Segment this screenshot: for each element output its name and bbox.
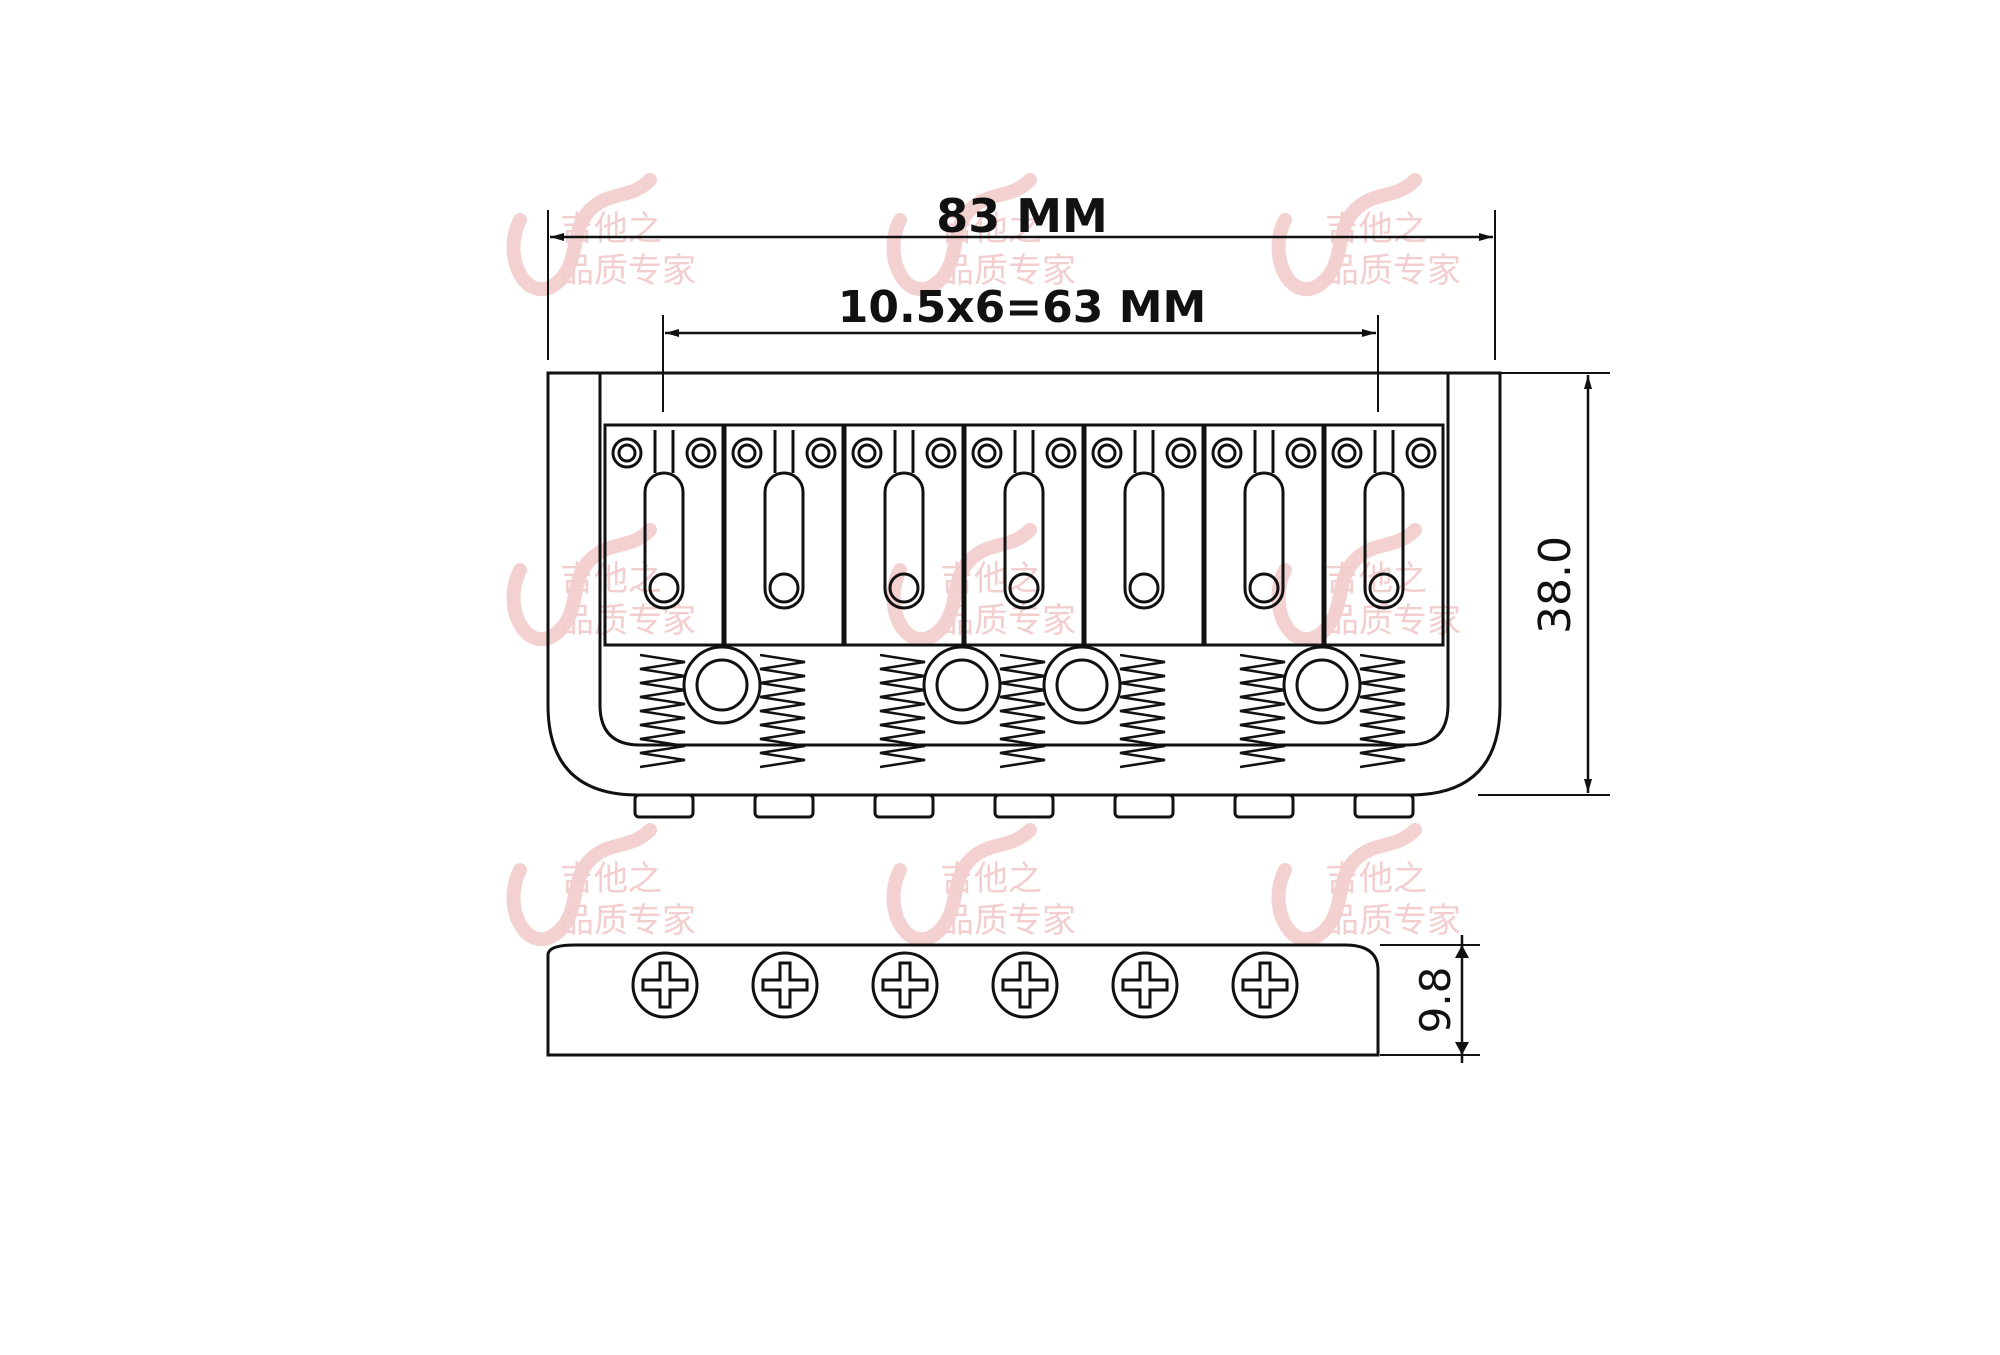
bridge-side-view — [546, 943, 1380, 1057]
watermarks: 吉他之 品质专家 吉他之 品质专家 吉他之 品质专家 吉他之 品质专家 吉他之 … — [506, 173, 1461, 947]
screw-tip-5 — [1113, 793, 1175, 819]
saddle-6 — [1203, 423, 1325, 647]
watermark-line2: 品质专家 — [940, 251, 1076, 291]
watermark-logo: 吉他之 品质专家 — [886, 523, 1076, 647]
screw-tip-7 — [1353, 793, 1415, 819]
watermark-line1: 吉他之 — [1325, 559, 1427, 599]
watermark-line1: 吉他之 — [940, 209, 1042, 249]
left-inner-wall — [598, 373, 641, 747]
spring-4 — [999, 653, 1046, 769]
watermark-line1: 吉他之 — [1325, 859, 1427, 899]
saddle-5 — [1083, 423, 1205, 647]
saddle-4 — [963, 423, 1085, 647]
side-screw-2 — [751, 951, 819, 1019]
watermark-line2: 品质专家 — [1325, 601, 1461, 641]
springs — [639, 653, 1406, 769]
watermark-line1: 吉他之 — [1325, 209, 1427, 249]
side-height-dimension: 9.8 — [1380, 935, 1480, 1063]
overall-width-label: 83 MM — [936, 189, 1108, 243]
spring-5 — [1119, 653, 1166, 769]
height-dimension: 38.0 — [1478, 372, 1610, 796]
side-screw-6 — [1231, 951, 1299, 1019]
screw-tip-1 — [633, 793, 695, 819]
watermark-line1: 吉他之 — [560, 859, 662, 899]
adjust-screw-tips — [633, 793, 1415, 819]
height-label: 38.0 — [1530, 536, 1581, 634]
bridge-top-view — [546, 371, 1502, 819]
spring-7 — [1359, 653, 1406, 769]
saddle-1 — [603, 423, 725, 647]
overall-width-dimension: 83 MM — [547, 189, 1496, 360]
side-height-label: 9.8 — [1411, 967, 1460, 1034]
watermark-logo: 吉他之 品质专家 — [1271, 823, 1461, 947]
watermark-line2: 品质专家 — [940, 901, 1076, 941]
watermark-logo: 吉他之 品质专家 — [886, 173, 1076, 297]
watermark-line1: 吉他之 — [560, 209, 662, 249]
saddle-7 — [1323, 423, 1445, 647]
watermark-line2: 品质专家 — [560, 901, 696, 941]
saddle-2 — [723, 423, 845, 647]
screw-tip-6 — [1233, 793, 1295, 819]
spring-3 — [879, 653, 926, 769]
watermark-line2: 品质专家 — [1325, 901, 1461, 941]
watermark-logo: 吉他之 品质专家 — [886, 823, 1076, 947]
watermark-line2: 品质专家 — [560, 251, 696, 291]
watermark-logo: 吉他之 品质专家 — [506, 173, 696, 297]
string-spacing-dimension: 10.5x6=63 MM — [662, 282, 1379, 412]
spring-1 — [639, 653, 686, 769]
string-spacing-label: 10.5x6=63 MM — [838, 282, 1207, 333]
watermark-line2: 品质专家 — [940, 601, 1076, 641]
side-screw-5 — [1111, 951, 1179, 1019]
side-screw-4 — [991, 951, 1059, 1019]
watermark-line2: 品质专家 — [1325, 251, 1461, 291]
screw-tip-4 — [993, 793, 1055, 819]
screw-tip-3 — [873, 793, 935, 819]
spring-6 — [1239, 653, 1286, 769]
mounting-holes — [682, 645, 1362, 725]
screw-tip-2 — [753, 793, 815, 819]
side-profile-outline — [546, 943, 1380, 1057]
watermark-logo: 吉他之 品质专家 — [1271, 173, 1461, 297]
side-screw-1 — [631, 951, 699, 1019]
watermark-line1: 吉他之 — [940, 559, 1042, 599]
watermark-logo: 吉他之 品质专家 — [1271, 523, 1461, 647]
saddle-3 — [843, 423, 965, 647]
watermark-line1: 吉他之 — [940, 859, 1042, 899]
watermark-line2: 品质专家 — [560, 601, 696, 641]
spring-2 — [759, 653, 806, 769]
watermark-logo: 吉他之 品质专家 — [506, 823, 696, 947]
side-screw-3 — [871, 951, 939, 1019]
right-inner-wall — [1407, 373, 1450, 747]
